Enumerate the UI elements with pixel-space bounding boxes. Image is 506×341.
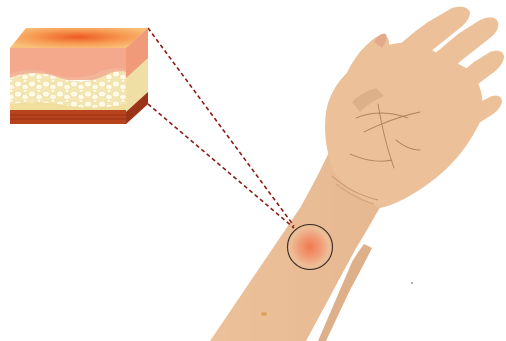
skin-lesion (288, 225, 333, 270)
skin-spot (261, 312, 267, 316)
muscle-layer (10, 110, 126, 124)
callout-line-top (148, 28, 294, 226)
speck (411, 282, 413, 284)
skin-cross-section (10, 28, 148, 124)
epidermis-surface (10, 28, 148, 48)
callout-line-bottom (148, 104, 294, 228)
arm-and-hand (210, 7, 504, 341)
callout-lines (148, 28, 294, 228)
lesion-redness (290, 227, 330, 267)
